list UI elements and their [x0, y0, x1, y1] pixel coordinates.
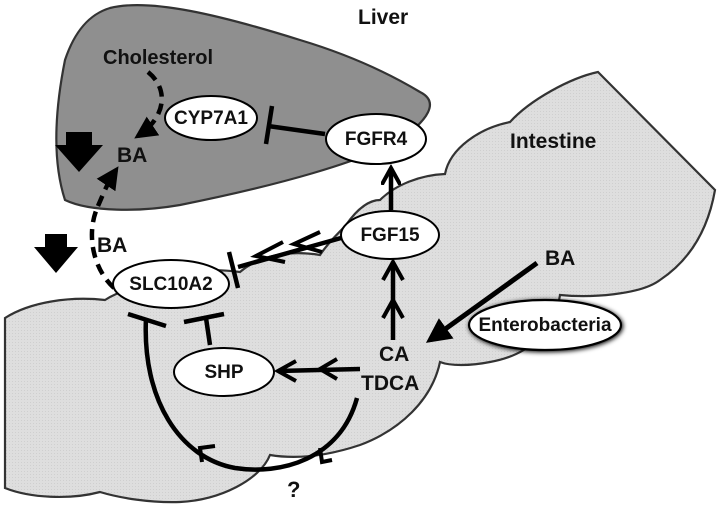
- decrease-arrow-icon: [34, 234, 78, 273]
- ca-label: CA: [379, 343, 409, 366]
- chevron-arrow-icon: [273, 359, 297, 383]
- enterobacteria-label: Enterobacteria: [478, 315, 611, 336]
- slc10a2-node: [112, 259, 230, 309]
- cholesterol-label: Cholesterol: [103, 47, 213, 69]
- chevron-arrow-icon: [250, 240, 286, 264]
- ba-liver-label: BA: [117, 144, 147, 167]
- portal-ba-to-liver-arrow: [95, 166, 119, 207]
- slc10a2-label: SLC10A2: [129, 274, 212, 295]
- cyp7a1-node: [164, 95, 258, 141]
- chevron-arrow-icon: [197, 444, 216, 463]
- shp-inhibits-slc10a2: [203, 317, 213, 346]
- fgf15-node: [340, 210, 440, 260]
- chevron-arrow-icon: [318, 447, 333, 465]
- cholesterol-to-ba-arrow: [134, 70, 165, 139]
- portal-ba-dashed-line: [89, 205, 116, 290]
- unknown-label: ?: [287, 477, 300, 502]
- liver-label: Liver: [358, 6, 408, 29]
- chevron-arrow-icon: [381, 257, 405, 281]
- inhibition-bar: [263, 105, 275, 145]
- cyp7a1-label: CYP7A1: [174, 108, 248, 129]
- shp-label: SHP: [204, 362, 243, 383]
- decrease-arrow-icon: [55, 132, 103, 172]
- fgf15-label: FGF15: [360, 225, 420, 246]
- unknown-pathway-loop: [143, 317, 360, 472]
- ba-to-ca-arrow: [425, 260, 539, 343]
- chevron-arrow-icon: [288, 230, 323, 254]
- intestine-label: Intestine: [510, 130, 596, 153]
- shp-node: [173, 347, 275, 397]
- fgfr4-label: FGFR4: [345, 129, 408, 150]
- enterobacteria-node: [467, 298, 623, 352]
- fgfr4-node: [325, 113, 427, 165]
- fgf15-to-slc10a2-line: [237, 235, 342, 270]
- tdca-label: TDCA: [361, 372, 419, 395]
- inhibition-bar: [226, 251, 241, 289]
- ba-portal-label: BA: [97, 234, 127, 257]
- inhibition-bar: [183, 311, 225, 325]
- ba-intestine-label: BA: [545, 247, 575, 270]
- chevron-arrow-icon: [316, 357, 339, 381]
- chevron-arrow-icon: [381, 295, 405, 319]
- fgfr4-inhibits-cyp7a1: [267, 123, 326, 137]
- intestine-shape: [3, 70, 717, 504]
